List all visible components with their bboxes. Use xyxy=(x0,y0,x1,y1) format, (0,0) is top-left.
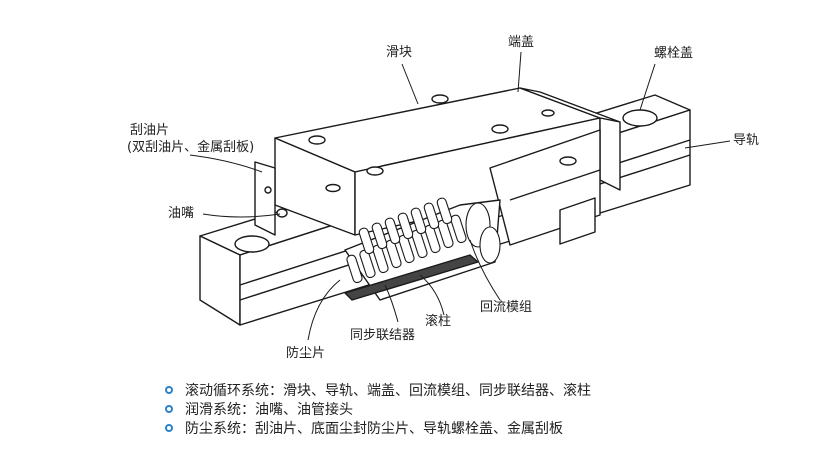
roller xyxy=(423,202,440,230)
legend-item: 滚动循环系统：滑块、导轨、端盖、回流模组、同步联结器、滚柱 xyxy=(165,380,591,399)
roller xyxy=(358,227,375,255)
dust-strip xyxy=(344,254,479,301)
slider-bolt-hole xyxy=(325,183,341,193)
roller xyxy=(437,219,454,249)
legend: 滚动循环系统：滑块、导轨、端盖、回流模组、同步联结器、滚柱 润滑系统：油嘴、油管… xyxy=(165,380,591,437)
rail-bolt-cap xyxy=(234,235,270,253)
legend-item: 防尘系统：刮油片、底面尘封防尘片、导轨螺栓盖、金属刮板 xyxy=(165,418,591,437)
roller xyxy=(450,214,467,244)
roller xyxy=(371,222,388,250)
roller xyxy=(411,229,428,259)
roller xyxy=(346,254,363,284)
slider-bolt-hole xyxy=(366,166,384,176)
slider-bolt-hole xyxy=(491,124,509,134)
dust-strip-label: 防尘片 xyxy=(286,346,326,361)
slider-label: 滑块 xyxy=(386,45,413,60)
roller xyxy=(436,197,453,225)
roller xyxy=(410,207,427,235)
roller xyxy=(424,224,441,254)
slider-bolt-hole xyxy=(431,94,449,104)
roller xyxy=(372,244,389,274)
recirculation-label: 回流模组 xyxy=(480,300,533,315)
roller xyxy=(398,234,415,264)
end-cap-label: 端盖 xyxy=(508,35,535,50)
roller xyxy=(384,217,401,245)
scraper-plate xyxy=(254,161,276,236)
legend-text: 滚动循环系统：滑块、导轨、端盖、回流模组、同步联结器、滚柱 xyxy=(185,382,591,399)
scraper-detail-label: (双刮油片、金属刮板) xyxy=(127,140,255,155)
legend-item: 润滑系统：油嘴、油管接头 xyxy=(165,399,591,418)
roller xyxy=(359,249,376,279)
roller xyxy=(385,239,402,269)
bullet-icon xyxy=(165,423,173,432)
slider-bolt-hole xyxy=(308,135,326,145)
roller-label: 滚柱 xyxy=(425,314,452,329)
retainer-label: 同步联结器 xyxy=(350,328,416,343)
scraper-label: 刮油片 xyxy=(130,123,170,138)
end-cap-side xyxy=(599,117,621,191)
legend-text: 润滑系统：油嘴、油管接头 xyxy=(185,401,353,418)
bullet-icon xyxy=(165,385,173,394)
rail-label: 导轨 xyxy=(733,133,760,148)
grease-nipple-label: 油嘴 xyxy=(168,206,195,221)
rail-bolt-cap xyxy=(622,109,658,127)
slider-bolt-hole xyxy=(541,109,555,117)
bullet-icon xyxy=(165,404,173,413)
grease-nipple xyxy=(276,208,288,218)
slider-bolt-hole xyxy=(559,156,577,166)
bolt-cap-label: 螺栓盖 xyxy=(654,46,694,61)
roller xyxy=(397,212,414,240)
legend-text: 防尘系统：刮油片、底面尘封防尘片、导轨螺栓盖、金属刮板 xyxy=(185,420,563,437)
